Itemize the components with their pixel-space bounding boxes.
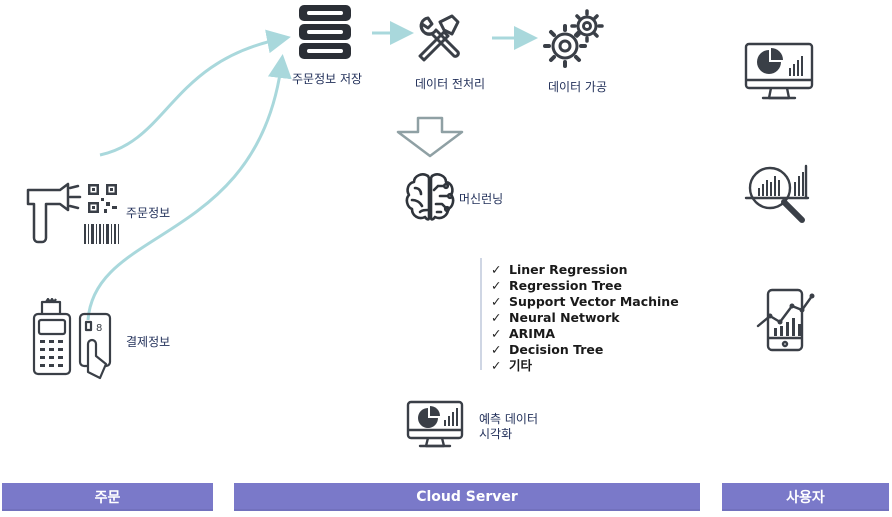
magnifier-chart-icon — [744, 164, 810, 223]
db-label: 주문정보 저장 — [292, 72, 363, 86]
dashboard-monitor-icon — [744, 42, 814, 100]
viz-label-line1: 예측 데이터 — [479, 412, 539, 426]
algorithm-item: ✓Liner Regression — [491, 262, 628, 277]
algorithm-list-divider — [480, 258, 482, 370]
down-arrow — [396, 116, 464, 158]
section-bar-cloud-server: Cloud Server — [234, 483, 700, 511]
section-bar-order: 주문 — [2, 483, 213, 511]
tools-icon — [418, 14, 460, 62]
svg-text:8: 8 — [96, 323, 102, 334]
brain-icon — [405, 173, 455, 221]
algorithm-item: ✓기타 — [491, 358, 533, 373]
gears-icon — [543, 9, 604, 68]
preprocess-label: 데이터 전처리 — [415, 77, 486, 91]
algorithm-item: ✓Decision Tree — [491, 342, 604, 357]
algorithm-item: ✓Support Vector Machine — [491, 294, 679, 309]
database-icon — [299, 5, 351, 59]
algorithm-item: ✓Regression Tree — [491, 278, 622, 293]
payment-to-db-arrow — [86, 54, 292, 321]
order-info-label: 주문정보 — [126, 206, 171, 220]
barcode-scanner-icon — [26, 182, 119, 244]
monitor-chart-icon — [406, 400, 464, 448]
mobile-analytics-icon — [756, 288, 815, 352]
order-to-db-arrow — [99, 29, 291, 157]
payment-terminal-icon: 8 — [32, 298, 112, 380]
ml-label: 머신런닝 — [459, 192, 504, 206]
algorithm-item: ✓Neural Network — [491, 310, 620, 325]
processing-label: 데이터 가공 — [548, 80, 608, 94]
algorithm-list: ✓Liner Regression ✓Regression Tree ✓Supp… — [491, 262, 679, 374]
section-bar-user: 사용자 — [722, 483, 889, 511]
algorithm-item: ✓ARIMA — [491, 326, 556, 341]
viz-label-line2: 시각화 — [479, 427, 513, 441]
payment-info-label: 결제정보 — [126, 335, 171, 349]
